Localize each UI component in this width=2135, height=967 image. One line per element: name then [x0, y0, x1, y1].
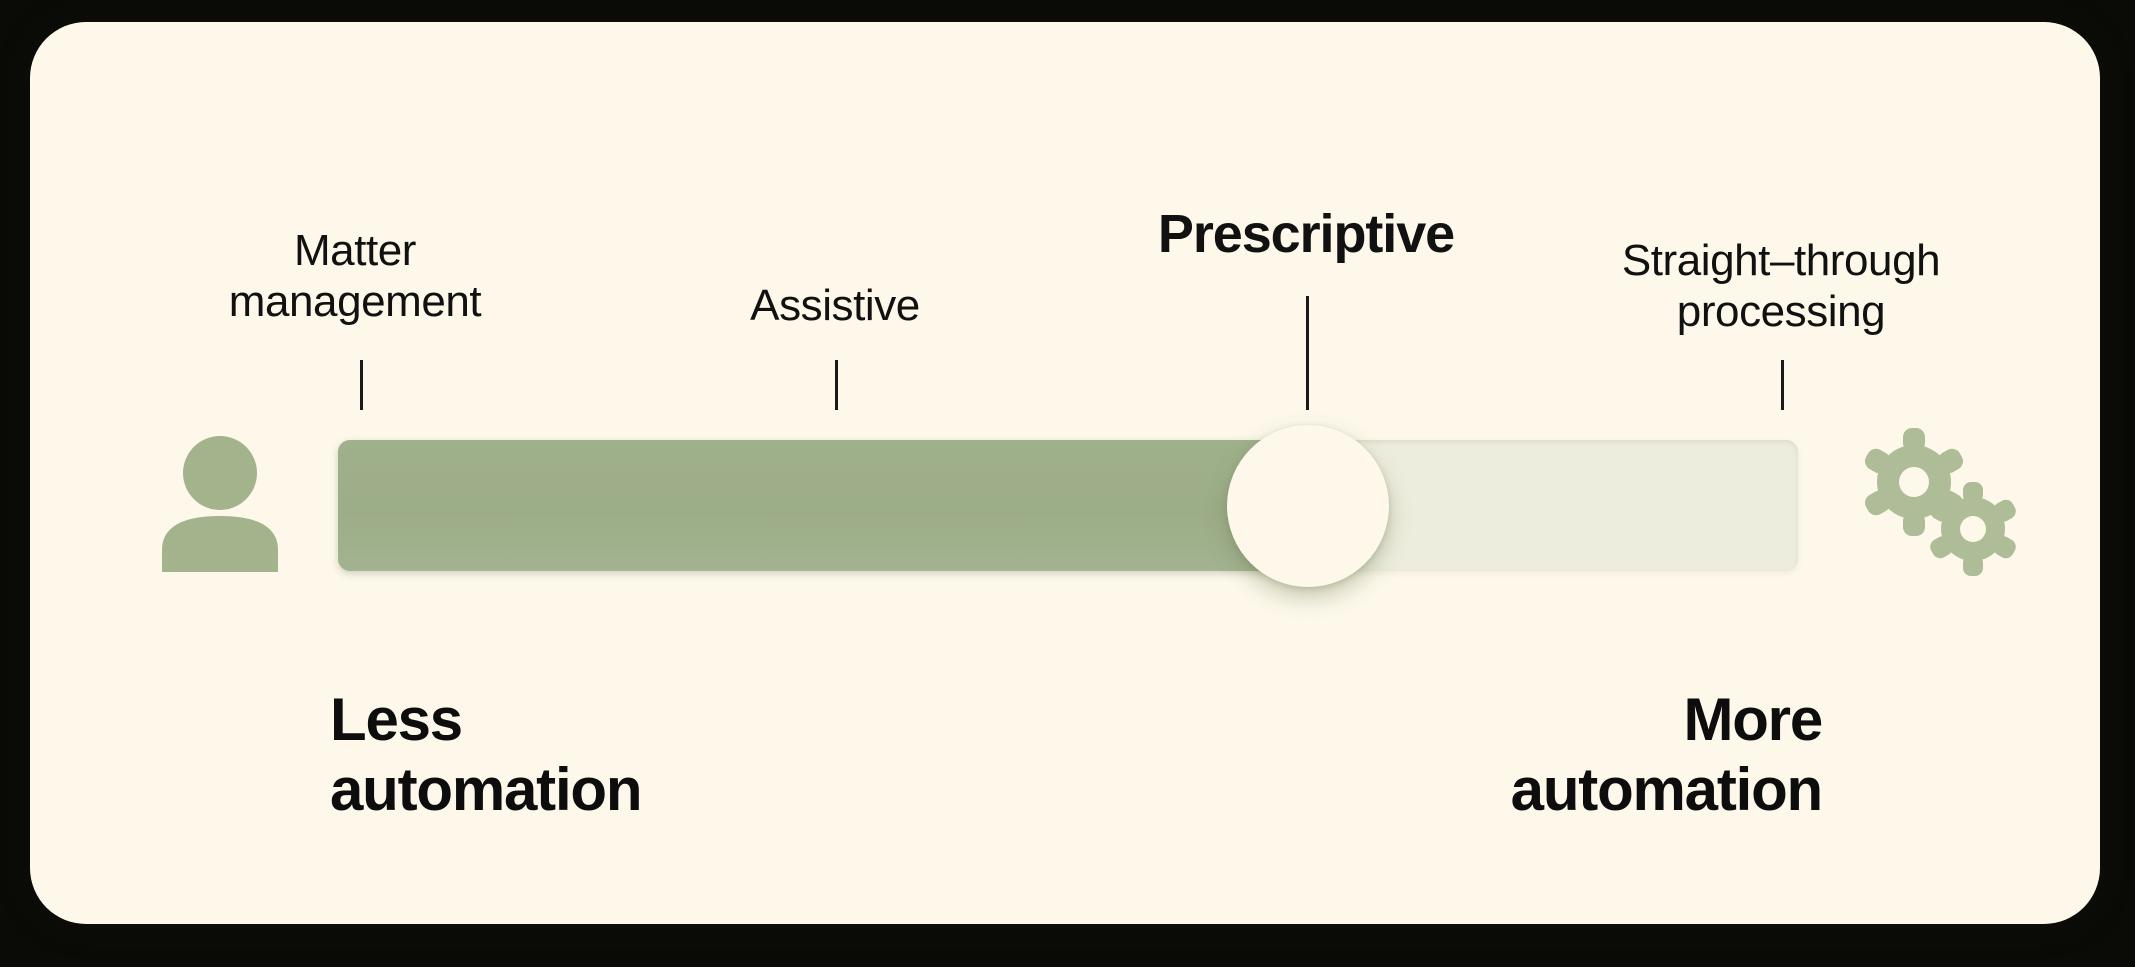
slider-thumb[interactable]: [1227, 425, 1389, 587]
tick-straight-through: [1781, 360, 1784, 410]
person-icon: [162, 436, 278, 572]
slider-track-fill[interactable]: [338, 440, 1308, 571]
tick-prescriptive: [1306, 296, 1309, 410]
stage-label-assistive: Assistive: [750, 281, 920, 330]
endpoint-label-less-automation: Less automation: [330, 686, 643, 824]
automation-slider[interactable]: [338, 425, 1798, 587]
tick-matter-management: [360, 360, 363, 410]
stage-label-matter-management: Matter management: [228, 226, 482, 327]
automation-spectrum-card: Matter management Assistive Prescriptive…: [30, 22, 2100, 924]
tick-assistive: [835, 360, 838, 410]
endpoint-label-more-automation: More automation: [1510, 686, 1824, 824]
stage-label-prescriptive: Prescriptive: [1157, 204, 1455, 264]
gears-icon: [1856, 428, 2016, 578]
stage-label-straight-through: Straight–through processing: [1621, 236, 1941, 337]
